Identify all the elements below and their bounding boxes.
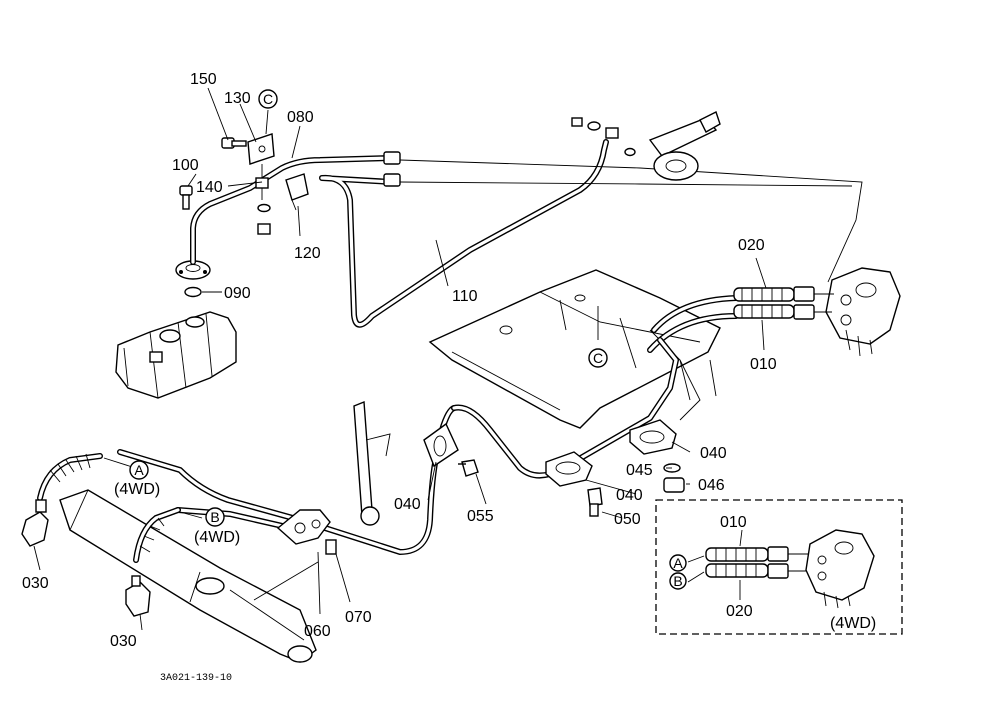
bolt-055: [458, 459, 479, 477]
marker-a-main: A: [129, 460, 149, 480]
inset-callout-010: 010: [720, 514, 747, 531]
note-4wd-inset: (4WD): [830, 615, 876, 632]
marker-c-frame: C: [588, 348, 608, 368]
svg-text:B: B: [210, 509, 219, 525]
callout-040-right: 040: [700, 445, 727, 462]
callout-100: 100: [172, 157, 199, 174]
reference-code: 3A021-139-10: [160, 673, 232, 684]
marker-b-main: B: [205, 507, 225, 527]
pipe-seal: [255, 177, 269, 189]
steering-valve-unit: [825, 267, 901, 357]
note-4wd-a: (4WD): [114, 481, 160, 498]
svg-text:A: A: [673, 555, 683, 571]
note-4wd-b: (4WD): [194, 529, 240, 546]
svg-text:B: B: [673, 573, 682, 589]
callout-070: 070: [345, 609, 372, 626]
steering-hoses: [647, 286, 834, 353]
steering-banjo-bolts: [571, 117, 636, 157]
callout-045: 045: [626, 462, 653, 479]
return-pipe: [319, 139, 609, 328]
inset-callout-020: 020: [726, 603, 753, 620]
leader-lines: [33, 87, 767, 631]
callout-055: 055: [467, 508, 494, 525]
clamp-washer-nut: [257, 203, 271, 235]
pipe-clamps-040: [545, 419, 677, 487]
steering-cylinder: [59, 489, 317, 663]
steering-column: [648, 111, 721, 181]
callout-020: 020: [738, 237, 765, 254]
callout-046: 046: [698, 477, 725, 494]
callout-040-left: 040: [394, 496, 421, 513]
pipe-clamp: [285, 173, 309, 211]
svg-text:C: C: [593, 350, 603, 366]
o-ring: [184, 286, 202, 298]
elbow-fittings: [21, 499, 151, 617]
inset-4wd: [655, 499, 903, 635]
callout-130: 130: [224, 90, 251, 107]
callout-labels: 150 130 080 100 140 120 090 110 020 010 …: [22, 71, 777, 650]
callout-120: 120: [294, 245, 321, 262]
marker-b-inset: B: [669, 572, 687, 590]
callout-110: 110: [452, 288, 478, 305]
callout-050: 050: [614, 511, 641, 528]
floor-frame: [428, 269, 721, 429]
hydraulic-pump: [115, 311, 237, 399]
callout-010: 010: [750, 356, 777, 373]
svg-text:C: C: [263, 91, 273, 107]
callout-040-center: 040: [616, 487, 643, 504]
bolt: [179, 185, 193, 210]
callout-140: 140: [196, 179, 223, 196]
steering-lines: [399, 159, 863, 283]
bracket-bolt: [221, 137, 247, 149]
svg-text:A: A: [134, 462, 144, 478]
support-arm: [353, 400, 459, 526]
delivery-pipe: [190, 155, 395, 265]
pipe-union-fittings: [383, 151, 401, 187]
callout-030-bottom: 030: [110, 633, 137, 650]
hoses-to-cylinder: [37, 453, 181, 563]
callout-080: 080: [287, 109, 314, 126]
callout-090: 090: [224, 285, 251, 302]
mounting-bracket: [247, 133, 275, 200]
middle-pipe-clamp: [276, 509, 337, 555]
marker-a-inset: A: [669, 554, 687, 572]
callout-150: 150: [190, 71, 217, 88]
callout-060: 060: [304, 623, 331, 640]
marker-c-top: C: [258, 89, 278, 109]
callout-030-top: 030: [22, 575, 49, 592]
